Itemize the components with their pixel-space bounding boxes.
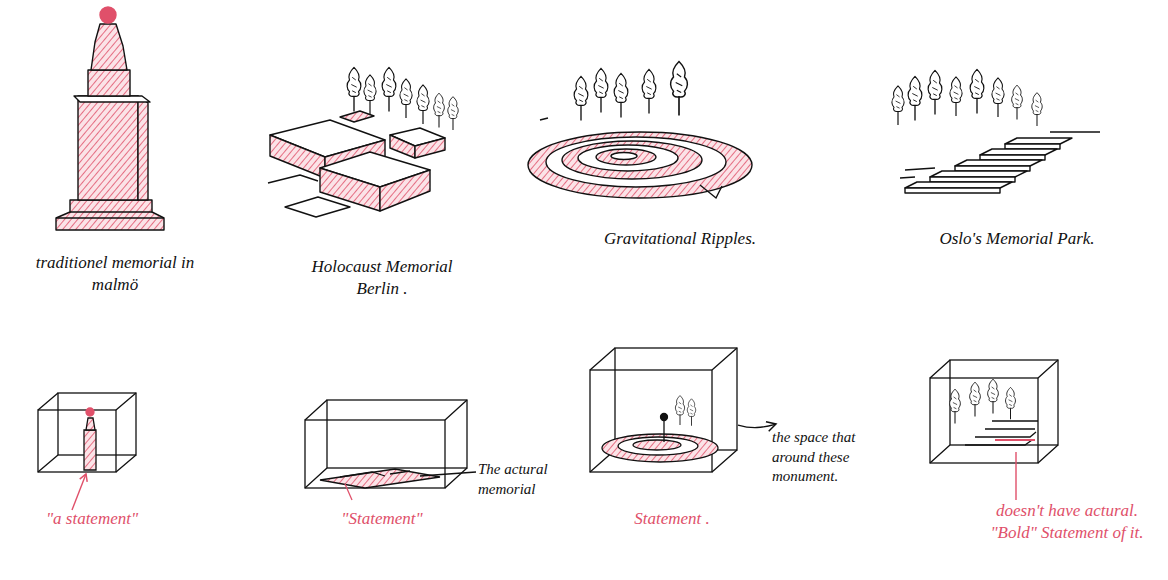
caption-text: The actural memorial xyxy=(478,460,588,499)
annotation-note: "a statement" xyxy=(22,508,162,530)
space-cube xyxy=(305,400,476,500)
annotation-note: doesn't have actural. "Bold" Statement o… xyxy=(972,500,1162,544)
statue-sketch xyxy=(56,7,164,230)
annotation-note: "Statement" xyxy=(322,508,442,530)
caption-text: traditionel memorial in malmö xyxy=(25,252,205,296)
caption-text: Oslo's Memorial Park. xyxy=(912,228,1122,250)
ripples-sketch xyxy=(528,62,752,198)
annotation-note: Statement . xyxy=(612,508,732,530)
caption-text: the space that around these monument. xyxy=(772,428,892,487)
caption-text: Holocaust Memorial Berlin . xyxy=(292,256,472,300)
space-cube xyxy=(38,393,136,510)
holocaust-memorial-sketch xyxy=(268,67,458,217)
space-cube xyxy=(590,348,776,472)
caption-text: Gravitational Ripples. xyxy=(560,228,800,250)
space-cube xyxy=(930,360,1058,500)
oslo-park-sketch xyxy=(892,69,1100,193)
